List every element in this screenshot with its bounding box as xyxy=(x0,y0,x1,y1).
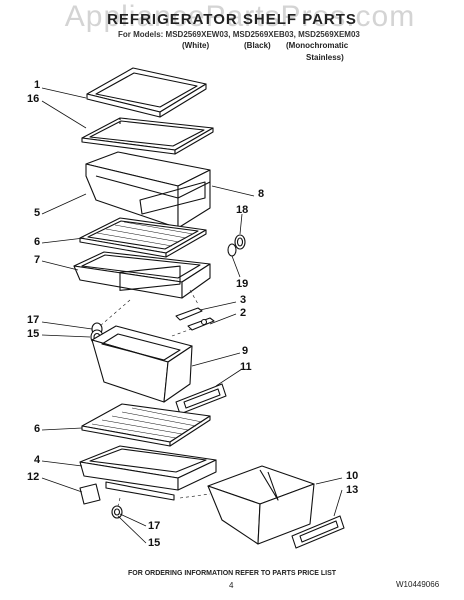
callout-9: 9 xyxy=(242,345,249,357)
part-shelf-frame xyxy=(81,117,214,155)
callout-5: 5 xyxy=(34,207,41,219)
part-gear xyxy=(227,234,246,257)
part-glass-shelf-middle xyxy=(79,217,207,258)
part-glass-shelf-top xyxy=(86,67,207,118)
callout-3: 3 xyxy=(240,294,247,306)
part-bracket xyxy=(79,483,101,505)
part-shelf-assembly xyxy=(73,251,211,299)
callout-19: 19 xyxy=(236,278,249,290)
part-glass-shelf-lower xyxy=(81,403,211,447)
part-deli-drawer xyxy=(207,465,315,545)
callout-2: 2 xyxy=(240,307,247,319)
callout-4: 4 xyxy=(34,454,41,466)
part-crisper-pan xyxy=(85,151,211,229)
page-number: 4 xyxy=(229,581,234,590)
leader-lines xyxy=(41,87,343,544)
callout-11: 11 xyxy=(240,361,252,373)
callout-6-upper: 6 xyxy=(34,236,41,248)
callout-12: 12 xyxy=(27,471,40,483)
callout-17-upper: 17 xyxy=(27,314,40,326)
callout-15-upper: 15 xyxy=(27,328,40,340)
variant-monochromatic: (Monochromatic xyxy=(286,41,349,50)
variant-white: (White) xyxy=(182,41,210,50)
variant-black: (Black) xyxy=(244,41,271,50)
models-line: For Models: MSD2569XEW03, MSD2569XEB03, … xyxy=(118,30,360,39)
part-drawer-front-lower xyxy=(291,515,345,549)
ordering-info-footer: FOR ORDERING INFORMATION REFER TO PARTS … xyxy=(127,570,337,577)
part-knob-lower xyxy=(111,505,123,519)
part-drawer-front-upper xyxy=(175,383,227,415)
watermark: AppliancePartsPros.com xyxy=(64,0,416,33)
alignment-lines xyxy=(99,289,211,507)
callout-15-lower: 15 xyxy=(148,537,161,549)
callout-6-lower: 6 xyxy=(34,423,41,435)
callout-7: 7 xyxy=(34,254,41,266)
callout-18: 18 xyxy=(236,204,249,216)
callout-13: 13 xyxy=(346,484,359,496)
callout-1: 1 xyxy=(34,79,41,91)
callout-10: 10 xyxy=(346,470,359,482)
callout-17-lower: 17 xyxy=(148,520,161,532)
part-rails xyxy=(175,307,215,331)
part-shelf-frame-lower xyxy=(79,445,217,501)
variant-stainless: Stainless) xyxy=(306,53,344,62)
part-lower-crisper-pan xyxy=(91,325,193,403)
page-title: REFRIGERATOR SHELF PARTS xyxy=(107,11,357,28)
callout-8: 8 xyxy=(258,188,265,200)
document-number: W10449066 xyxy=(396,580,440,589)
callout-16: 16 xyxy=(27,93,40,105)
